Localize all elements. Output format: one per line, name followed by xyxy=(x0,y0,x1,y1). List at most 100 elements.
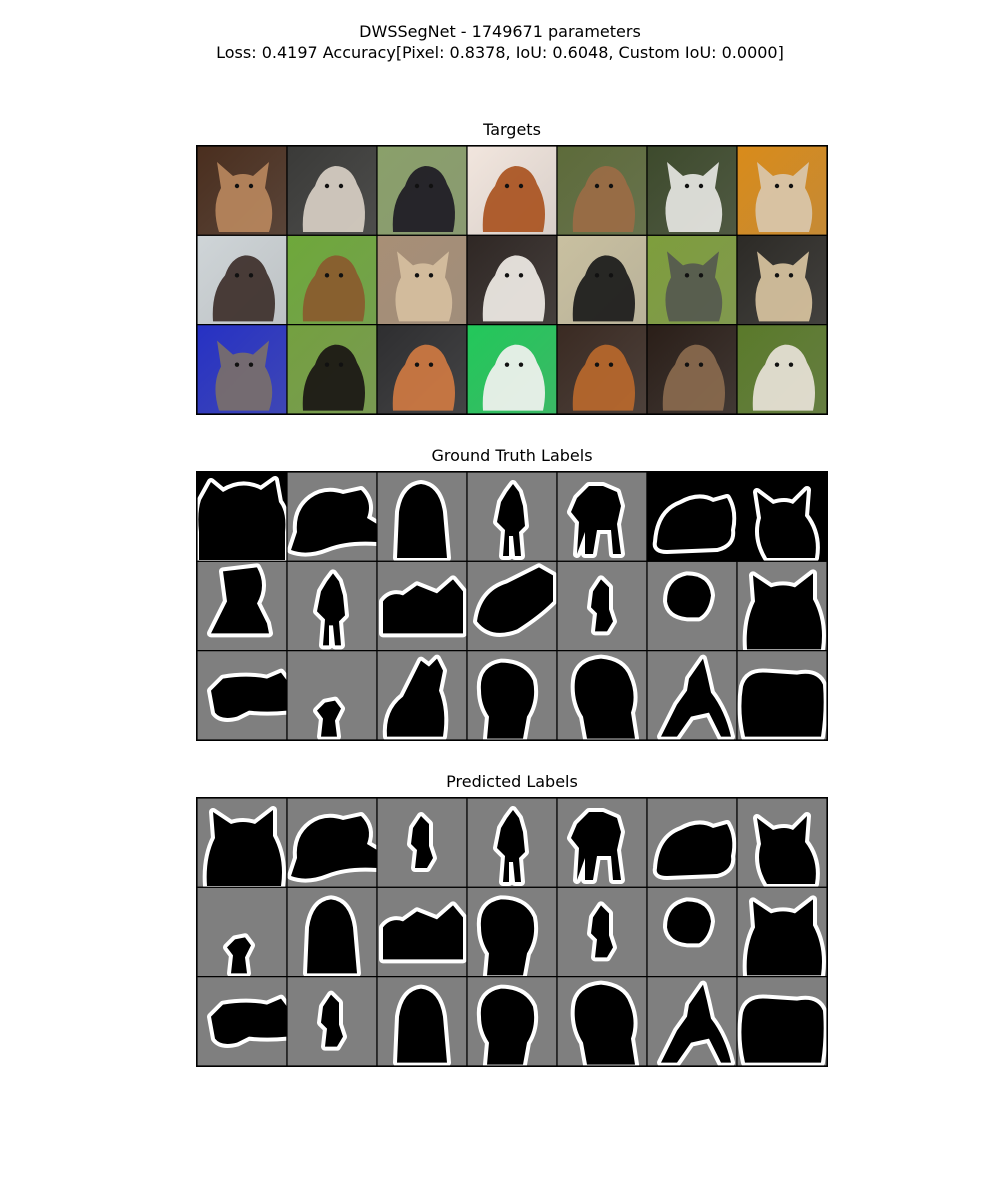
cat-lying-mask xyxy=(656,824,733,876)
predicted-tile xyxy=(646,976,738,1066)
dog-dome-mask xyxy=(397,484,447,558)
dog-bulldog-mask xyxy=(741,998,824,1063)
predicted-tile xyxy=(736,798,827,888)
predicted-tile xyxy=(197,798,288,890)
targets-image-grid xyxy=(196,145,828,415)
cat-sitting-mask xyxy=(757,816,816,884)
predicted-tile xyxy=(646,886,738,978)
target-tile xyxy=(376,234,468,326)
cat-stretch-mask xyxy=(211,998,287,1044)
dog-standing-small-mask xyxy=(317,573,345,646)
dog-tiny-mask xyxy=(411,816,433,868)
predicted-tile xyxy=(197,976,291,1066)
cat-sitting-mask xyxy=(757,490,816,558)
ground-truth-tile xyxy=(197,472,290,564)
dog-tiny-mask xyxy=(591,905,613,958)
ground-truth-tile xyxy=(376,650,468,740)
dog-photo-subject xyxy=(572,255,635,322)
dog-lying-mask xyxy=(291,490,377,553)
dog-tiny-mask xyxy=(321,994,343,1047)
cat-round-mask xyxy=(667,901,711,944)
predicted-tile xyxy=(286,798,381,888)
dog-photo-subject xyxy=(302,255,365,322)
dog-standing-mask xyxy=(571,812,621,880)
cat-loaf-mask xyxy=(383,905,463,960)
ground-truth-tile xyxy=(646,472,738,562)
dog-photo-subject xyxy=(392,344,455,411)
dog-face-large-mask xyxy=(574,658,635,739)
target-tile xyxy=(556,146,648,236)
cat-big-mask xyxy=(746,573,822,650)
dog-sitting-mask xyxy=(386,658,445,737)
ground-truth-tile xyxy=(286,472,381,562)
target-tile xyxy=(197,146,288,236)
dog-bulldog-mask xyxy=(741,672,824,737)
dog-photo-subject xyxy=(482,344,545,411)
target-tile xyxy=(646,146,738,236)
predicted-tile xyxy=(286,886,378,978)
target-tile xyxy=(466,146,558,236)
cat-photo-subject xyxy=(215,162,273,232)
cat-photo-subject xyxy=(665,162,723,232)
target-tile xyxy=(556,234,648,326)
predicted-tile xyxy=(646,798,738,888)
target-tile xyxy=(646,234,738,326)
ground-truth-tile xyxy=(556,560,648,652)
ground-truth-tile xyxy=(646,650,738,740)
predicted-tile xyxy=(466,798,558,888)
target-tile xyxy=(197,324,288,414)
cat-big-mask xyxy=(206,810,282,886)
predicted-grid-svg xyxy=(197,798,827,1066)
dog-face-large-mask xyxy=(574,984,635,1065)
target-tile xyxy=(376,324,468,414)
predicted-mask-grid xyxy=(196,797,828,1067)
cat-photo-subject xyxy=(755,162,813,232)
dog-dome-mask xyxy=(397,988,447,1063)
target-tile xyxy=(556,324,648,414)
ground-truth-tile xyxy=(556,472,648,562)
targets-panel-title: Targets xyxy=(483,120,541,139)
dog-photo-subject xyxy=(482,166,545,232)
predicted-tile xyxy=(736,976,827,1066)
ground-truth-tile xyxy=(466,560,558,652)
predicted-tile xyxy=(556,886,648,978)
dog-photo-subject xyxy=(572,166,635,232)
dog-photo-subject xyxy=(302,344,365,411)
target-tile xyxy=(736,234,827,326)
ground-truth-tile xyxy=(736,560,827,654)
target-tile xyxy=(376,146,468,236)
target-grid-svg xyxy=(197,146,827,414)
target-tile xyxy=(286,234,378,326)
predicted-tile xyxy=(556,976,648,1066)
target-tile xyxy=(286,324,378,414)
target-tile xyxy=(197,234,288,326)
dog-tiny-mask xyxy=(591,579,613,632)
predicted-tile xyxy=(376,886,468,978)
dog-photo-subject xyxy=(302,166,365,232)
dog-standing-small-mask xyxy=(497,810,525,882)
cat-stretch-mask xyxy=(211,672,287,718)
dog-photo-subject xyxy=(752,344,815,411)
cat-photo-subject xyxy=(395,251,453,322)
ground-truth-tile xyxy=(376,560,468,652)
predicted-tile xyxy=(466,886,558,980)
dog-face-mask xyxy=(480,662,535,739)
ground-truth-tile xyxy=(646,560,738,652)
ground-truth-tile xyxy=(286,560,378,652)
ground-truth-tile xyxy=(736,650,827,740)
dog-lying-mask xyxy=(291,816,377,879)
ground-truth-panel-title: Ground Truth Labels xyxy=(431,446,593,465)
ground-truth-tile xyxy=(197,650,291,740)
dog-photo-subject xyxy=(572,344,635,411)
target-tile xyxy=(286,146,378,236)
predicted-tile xyxy=(466,976,558,1066)
figure-title: DWSSegNet - 1749671 parameters xyxy=(359,22,641,41)
cat-wide-mask xyxy=(198,480,286,560)
dog-lying-side-mask xyxy=(661,658,731,737)
cat-photo-subject xyxy=(215,340,273,411)
ground-truth-tile xyxy=(736,472,827,562)
ground-truth-tile xyxy=(286,650,378,740)
cat-photo-subject xyxy=(755,251,813,322)
cat-photo-subject xyxy=(665,251,723,322)
dog-face-mask xyxy=(480,988,535,1065)
